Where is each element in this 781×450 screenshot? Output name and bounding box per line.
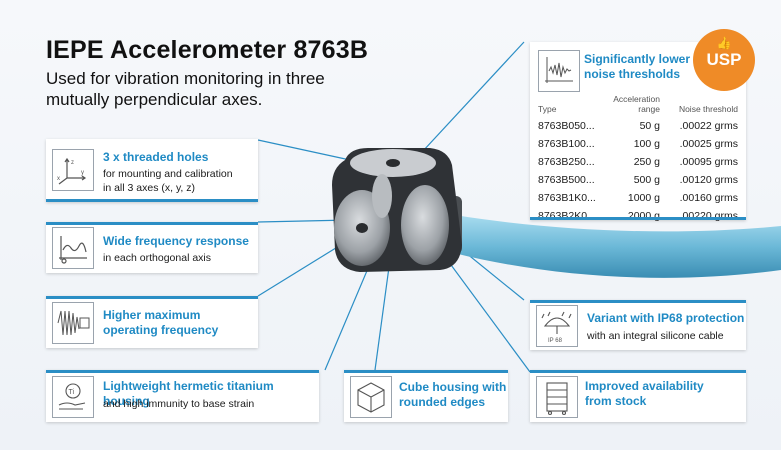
table-row: 8763B250... 250 g .00095 grms — [538, 153, 738, 171]
cube-title-2: rounded edges — [399, 395, 486, 409]
noise-cell: .00120 grms — [679, 174, 738, 186]
ip68-icon-label: IP 68 — [548, 338, 563, 344]
feature-card-ip68: IP 68 Variant with IP68 protection with … — [530, 300, 746, 350]
svg-text:y: y — [81, 170, 84, 176]
noise-table-body: 8763B050... 50 g .00022 grms 8763B100... 100… — [538, 117, 738, 225]
column-header-range-line2: range — [638, 104, 660, 114]
accent-bar — [46, 296, 258, 299]
svg-text:z: z — [71, 160, 74, 166]
silicone-cable — [450, 215, 781, 278]
thumbs-up-icon: 👍 — [716, 36, 732, 50]
availability-title-2: from stock — [585, 394, 647, 408]
table-row: 8763B2K0... 2000 g .00220 grms — [538, 207, 738, 225]
column-header-type: Type — [538, 104, 557, 114]
max-frequency-title-1: Higher maximum — [103, 308, 201, 322]
titanium-desc: and high immunity to base strain — [103, 398, 255, 410]
feature-card-max-frequency: Higher maximum operating frequency — [46, 296, 258, 348]
threaded-holes-desc-2: in all 3 axes (x, y, z) — [103, 182, 195, 194]
accent-bar — [530, 217, 746, 220]
range-cell: 50 g — [639, 120, 660, 132]
svg-text:x: x — [57, 176, 60, 182]
usp-badge-label: USP — [706, 50, 742, 69]
feature-card-availability: Improved availability from stock — [530, 370, 746, 422]
frequency-graph-icon — [52, 227, 94, 269]
range-cell: 1000 g — [627, 192, 660, 204]
column-header-noise: Noise threshold — [678, 104, 738, 114]
noise-panel-title-2: noise thresholds — [584, 67, 681, 81]
frequency-desc: in each orthogonal axis — [103, 252, 211, 264]
noise-cell: .00022 grms — [679, 120, 738, 132]
range-cell: 100 g — [633, 138, 660, 150]
threaded-holes-desc-1: for mounting and calibration — [103, 168, 233, 180]
table-row: 8763B050... 50 g .00022 grms — [538, 117, 738, 135]
cube-icon — [350, 376, 392, 418]
table-row: 8763B500... 500 g .00120 grms — [538, 171, 738, 189]
type-cell: 8763B2K0... — [538, 210, 596, 222]
availability-title-1: Improved availability — [585, 379, 704, 393]
page-title: IEPE Accelerometer 8763B — [46, 36, 369, 64]
noise-cell: .00160 grms — [679, 192, 738, 204]
feature-card-threaded-holes: z y x 3 x threaded holes for mounting and … — [46, 139, 258, 202]
rain-umbrella-icon: IP 68 — [536, 305, 578, 347]
noise-cell: .00220 grms — [679, 210, 738, 222]
type-cell: 8763B500... — [538, 174, 595, 186]
usp-badge: 👍 USP — [693, 29, 755, 91]
hand-titanium-icon: Ti — [52, 376, 94, 418]
accent-bar — [46, 370, 319, 373]
type-cell: 8763B050... — [538, 120, 595, 132]
feature-card-cube: Cube housing with rounded edges — [344, 370, 508, 422]
range-cell: 500 g — [633, 174, 660, 186]
titanium-title: Lightweight hermetic titanium housing — [103, 379, 274, 408]
stock-shelf-icon — [536, 376, 578, 418]
accent-bar — [530, 300, 746, 303]
max-frequency-title-2: operating frequency — [103, 323, 219, 337]
page-subtitle: Used for vibration monitoring in three m… — [46, 69, 325, 109]
table-row: 8763B1K0... 1000 g .00160 grms — [538, 189, 738, 207]
column-header-range-line1: Acceleration — [613, 94, 660, 104]
ip68-desc: with an integral silicone cable — [587, 330, 724, 342]
range-cell: 250 g — [633, 156, 660, 168]
cube-title-1: Cube housing with — [399, 380, 507, 394]
feature-card-frequency: Wide frequency response in each orthogon… — [46, 222, 258, 273]
noise-cell: .00025 grms — [679, 138, 738, 150]
noise-panel-title-1: Significantly lower — [584, 52, 691, 66]
table-row: 8763B100... 100 g .00025 grms — [538, 135, 738, 153]
accent-bar — [46, 199, 258, 202]
accent-bar — [344, 370, 508, 373]
threaded-holes-title: 3 x threaded holes — [103, 150, 209, 164]
axes-icon: z y x — [52, 149, 94, 191]
range-cell: 2000 g — [627, 210, 660, 222]
type-cell: 8763B100... — [538, 138, 595, 150]
noise-threshold-panel: Significantly lower noise thresholds Typ… — [530, 42, 746, 222]
accent-bar — [46, 222, 258, 225]
frequency-title: Wide frequency response — [103, 234, 249, 248]
type-cell: 8763B1K0... — [538, 192, 596, 204]
ip68-title: Variant with IP68 protection — [587, 311, 745, 325]
noise-signal-icon — [538, 50, 580, 92]
oscillation-icon — [52, 302, 94, 344]
noise-cell: .00095 grms — [679, 156, 738, 168]
cube-body — [332, 148, 462, 272]
titanium-icon-label: Ti — [69, 389, 75, 396]
feature-card-titanium: Ti Lightweight hermetic titanium housing… — [46, 370, 319, 422]
type-cell: 8763B250... — [538, 156, 595, 168]
accent-bar — [530, 370, 746, 373]
